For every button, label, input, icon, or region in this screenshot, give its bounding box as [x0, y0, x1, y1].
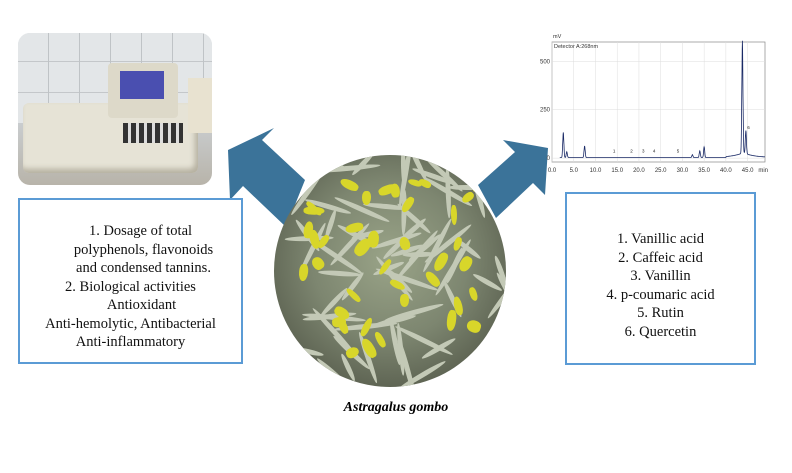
y-tick-label: 500 — [540, 59, 551, 65]
compounds-box: 1. Vanillic acid 2. Caffeic acid 3. Vani… — [565, 192, 756, 365]
list-item: Anti-hemolytic, Antibacterial — [45, 315, 216, 332]
compound-item: 6. Quercetin — [624, 323, 697, 340]
arrow-left-up — [228, 128, 305, 227]
plant-photo — [274, 155, 506, 387]
detector-label: Detector A:268nm — [554, 44, 598, 50]
y-axis-label: mV — [553, 34, 562, 40]
list-item: 1. Dosage of total — [88, 223, 193, 239]
y-tick-label: 250 — [540, 108, 551, 114]
analysis-box: 1. Dosage of total polyphenols, flavonoi… — [18, 198, 243, 364]
flower-shape — [373, 330, 388, 349]
spectrophotometer-photo — [18, 33, 212, 185]
x-tick-label: 0.0 — [548, 168, 557, 174]
x-tick-label: 15.0 — [611, 168, 623, 174]
list-item: 2. Biological activities — [65, 278, 196, 295]
list-item: Anti-inflammatory — [75, 334, 186, 350]
list-item: Antioxidant — [106, 297, 177, 313]
compound-item: 5. Rutin — [637, 305, 684, 321]
x-tick-label: 10.0 — [590, 168, 602, 174]
peak-label: 4 — [653, 149, 656, 154]
compound-item: 1. Vanillic acid — [616, 231, 705, 247]
flower-shape — [451, 204, 458, 226]
chromatogram-trace — [559, 40, 765, 158]
peak-label: 2 — [630, 149, 633, 154]
hplc-chromatogram: 0.0 5.0 10.0 15.0 20.0 25.0 30.0 35.0 40.0 45.0 0 2… — [540, 34, 768, 174]
x-tick-label: 45.0 — [742, 168, 754, 174]
species-caption: Astragalus gombo — [343, 400, 449, 415]
peak-label: 5 — [677, 149, 680, 154]
flower-shape — [465, 318, 483, 334]
peak-label: 3 — [642, 149, 645, 154]
list-item: polyphenols, flavonoids — [73, 241, 214, 258]
x-tick-label: 20.0 — [633, 168, 645, 174]
x-tick-label: 30.0 — [677, 168, 689, 174]
flower-shape — [468, 286, 480, 303]
flower-shape — [338, 176, 360, 193]
compound-item: 3. Vanillin — [630, 268, 691, 284]
flower-shape — [399, 293, 409, 307]
plot-area — [551, 41, 766, 163]
arrow-right-up — [478, 140, 548, 218]
compound-item: 2. Caffeic acid — [618, 249, 703, 266]
x-tick-label: 5.0 — [570, 168, 579, 174]
compound-item: 4. p-coumaric acid — [606, 286, 715, 303]
peak-label: 6 — [747, 125, 750, 130]
leaf-shape — [505, 205, 506, 253]
peak-label: 1 — [613, 149, 616, 154]
y-tick-label: 0 — [547, 156, 551, 162]
flower-shape — [298, 264, 309, 283]
list-item: and condensed tannins. — [76, 260, 211, 276]
x-axis-label: min — [758, 168, 768, 174]
x-tick-label: 40.0 — [720, 168, 732, 174]
x-tick-label: 35.0 — [698, 168, 710, 174]
x-tick-label: 25.0 — [655, 168, 667, 174]
flower-shape — [309, 254, 326, 272]
leaf-shape — [383, 301, 445, 323]
